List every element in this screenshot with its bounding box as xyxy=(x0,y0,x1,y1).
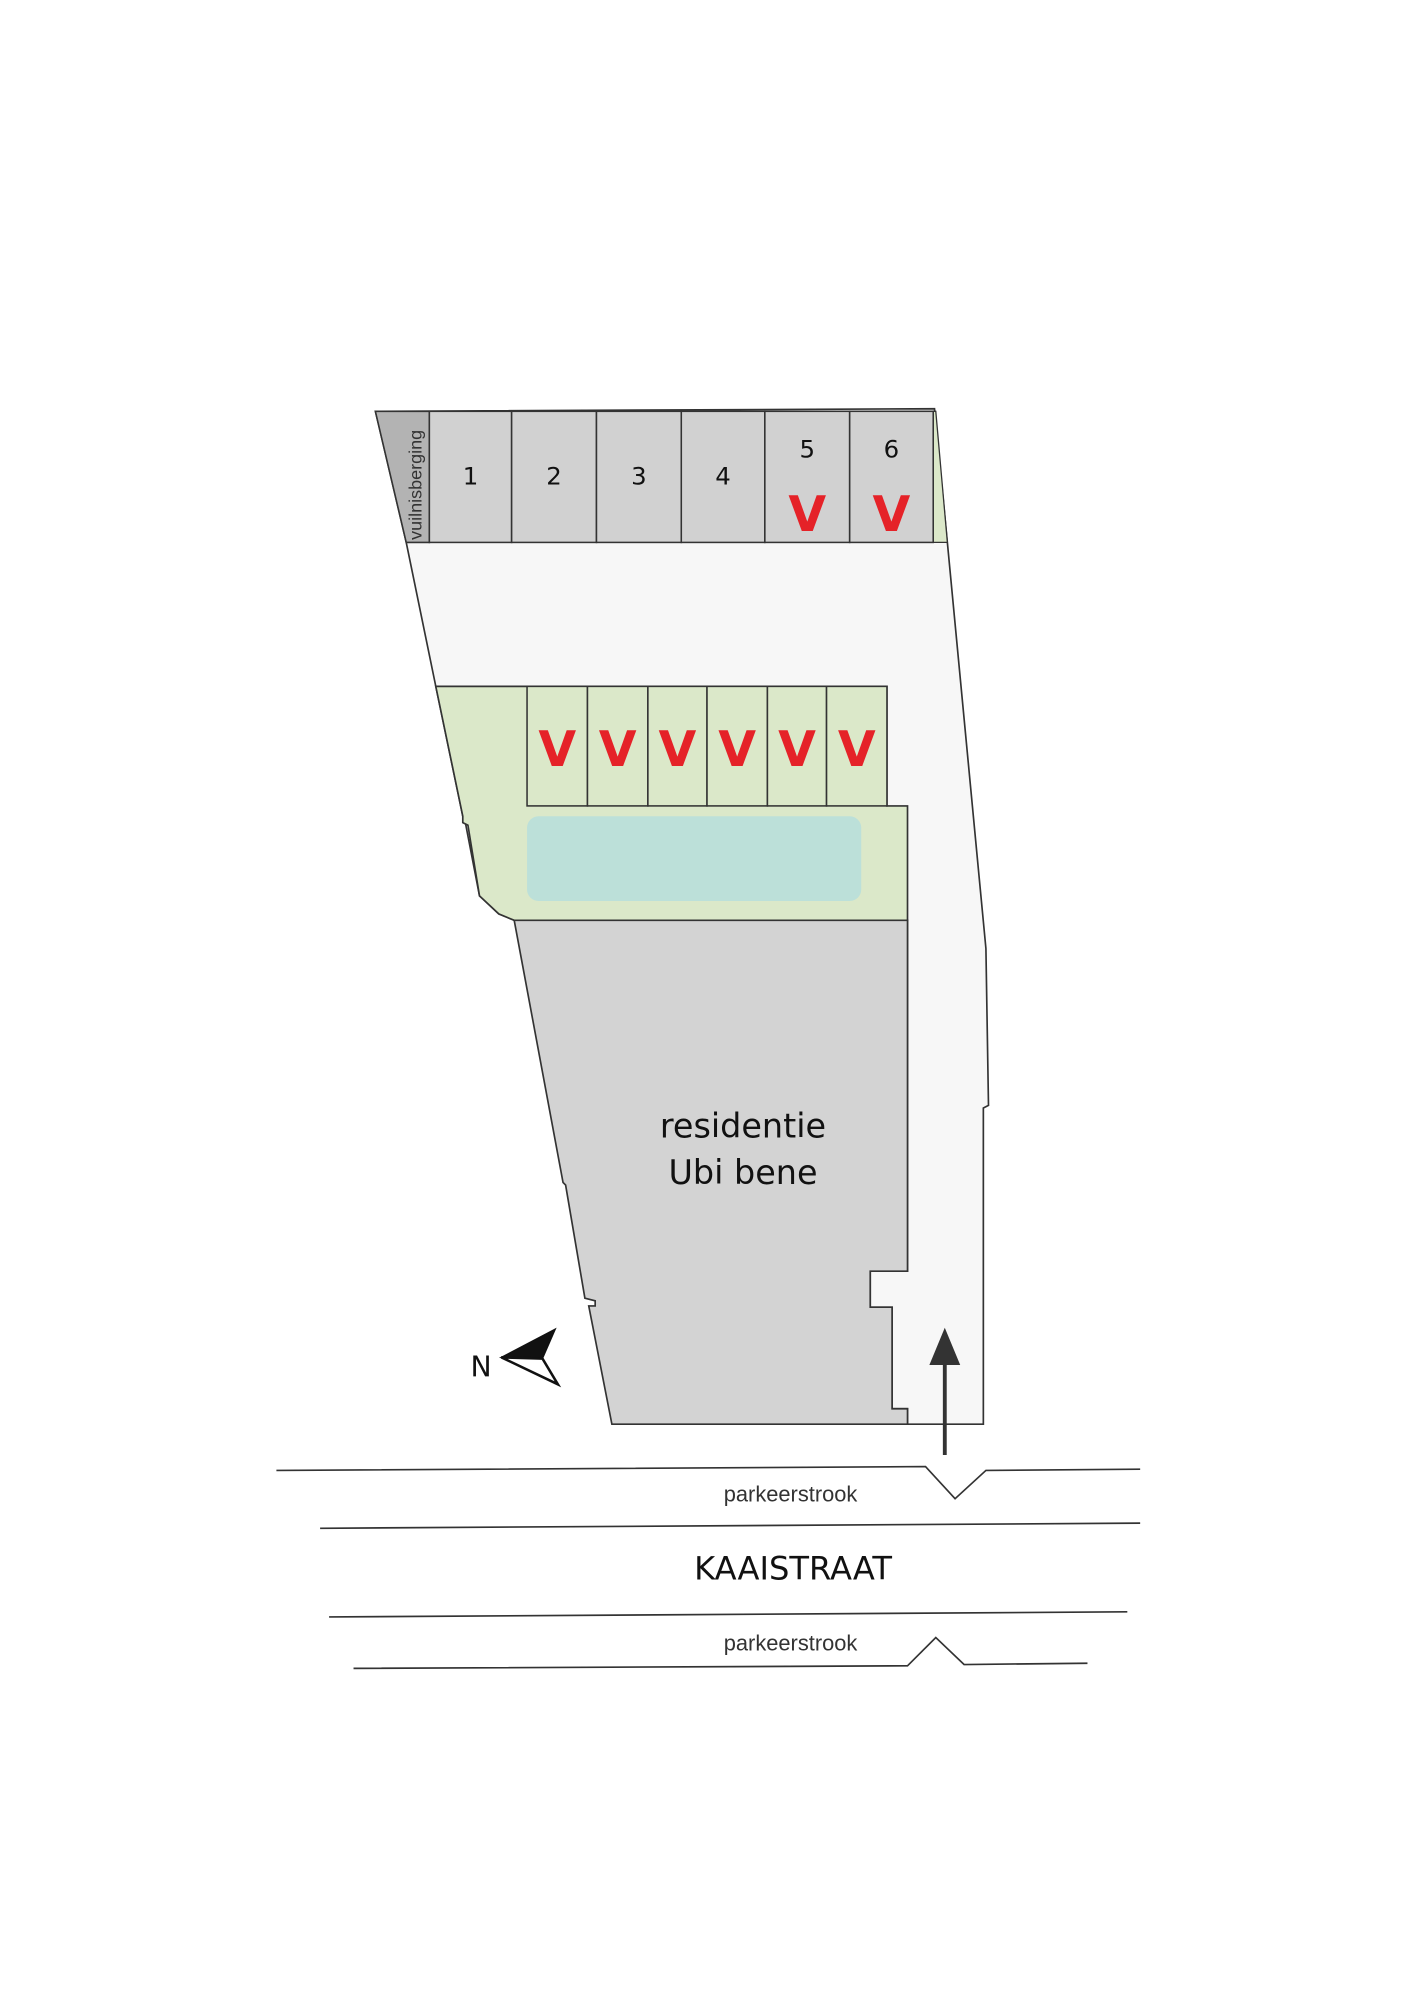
storage-unit-number: 3 xyxy=(631,462,647,491)
reserved-mark: V xyxy=(873,486,911,543)
building-name-line1: residentie xyxy=(660,1107,826,1146)
street-name: KAAISTRAAT xyxy=(694,1550,892,1588)
reserved-mark: V xyxy=(778,721,816,778)
compass-label: N xyxy=(470,1351,491,1384)
reserved-mark: V xyxy=(788,486,826,543)
building-name-line2: Ubi bene xyxy=(668,1153,817,1192)
storage-unit: 3 xyxy=(595,410,683,544)
reserved-mark: V xyxy=(718,721,756,778)
storage-unit-number: 5 xyxy=(799,435,815,464)
parking-spot: V xyxy=(706,685,769,807)
storage-unit: 1 xyxy=(428,410,513,544)
parking-strip-label-top: parkeerstrook xyxy=(724,1481,858,1506)
reserved-mark: V xyxy=(599,721,637,778)
parking-spot: V xyxy=(825,685,888,807)
parking-spot: V xyxy=(647,685,708,807)
storage-unit: 2 xyxy=(510,410,598,544)
parking-spot: V xyxy=(586,685,649,807)
reserved-mark: V xyxy=(659,721,697,778)
storage-unit: 4 xyxy=(680,410,766,544)
street xyxy=(276,1465,1141,1670)
green-strip xyxy=(932,410,949,544)
storage-unit-number: 1 xyxy=(463,462,479,491)
reserved-mark: V xyxy=(838,721,876,778)
storage-unit-number: 2 xyxy=(546,462,562,491)
storage-unit: 5V xyxy=(764,410,851,544)
parking-spot: V xyxy=(766,685,828,807)
storage-unit-number: 6 xyxy=(884,435,900,464)
building xyxy=(513,919,909,1426)
reserved-mark: V xyxy=(538,721,576,778)
entrance-arrow-icon xyxy=(929,1327,961,1456)
parking-strip-label-bottom: parkeerstrook xyxy=(724,1630,858,1655)
parking-spot: V xyxy=(526,685,589,807)
pool xyxy=(527,816,862,902)
north-arrow-icon xyxy=(498,1327,562,1388)
storage-unit-number: 4 xyxy=(715,462,731,491)
waste-storage-label: vuilnisberging xyxy=(406,430,426,540)
storage-unit: 6V xyxy=(848,410,934,544)
